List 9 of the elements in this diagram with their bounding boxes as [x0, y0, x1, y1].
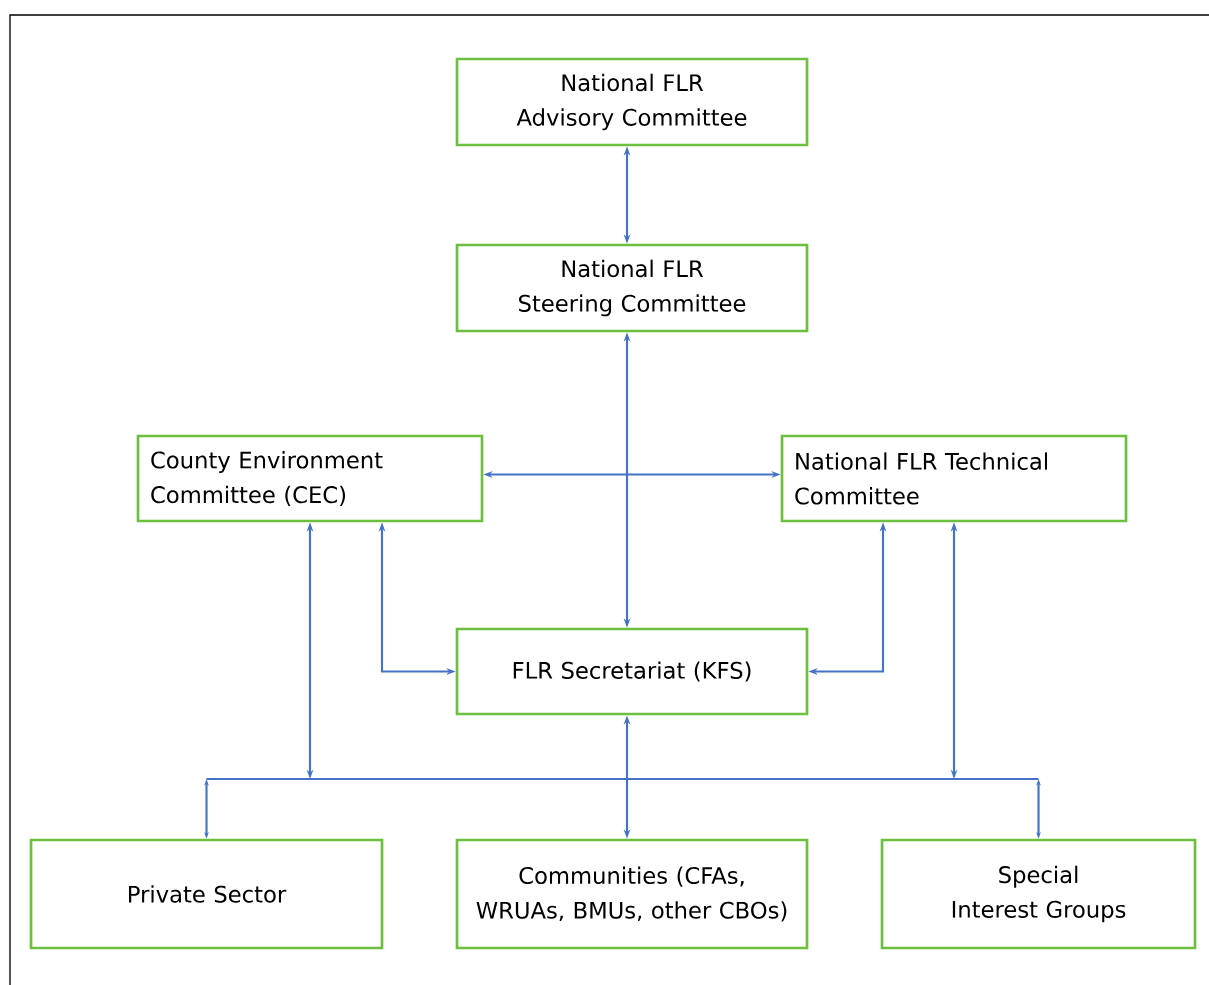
committee-box: National FLR Advisory Committee: [455, 57, 809, 147]
committee-box: FLR Secretariat (KFS): [455, 627, 809, 716]
committee-box: National FLR Technical Committee: [780, 434, 1128, 523]
committee-box: Private Sector: [29, 838, 384, 950]
committee-box: Communities (CFAs, WRUAs, BMUs, other CBOs): [455, 838, 809, 950]
committee-box: County Environment Committee (CEC): [136, 434, 484, 523]
committee-box: National FLR Steering Committee: [455, 243, 809, 333]
bus-line: [206, 777, 1039, 781]
committee-box: Special Interest Groups: [880, 838, 1197, 950]
